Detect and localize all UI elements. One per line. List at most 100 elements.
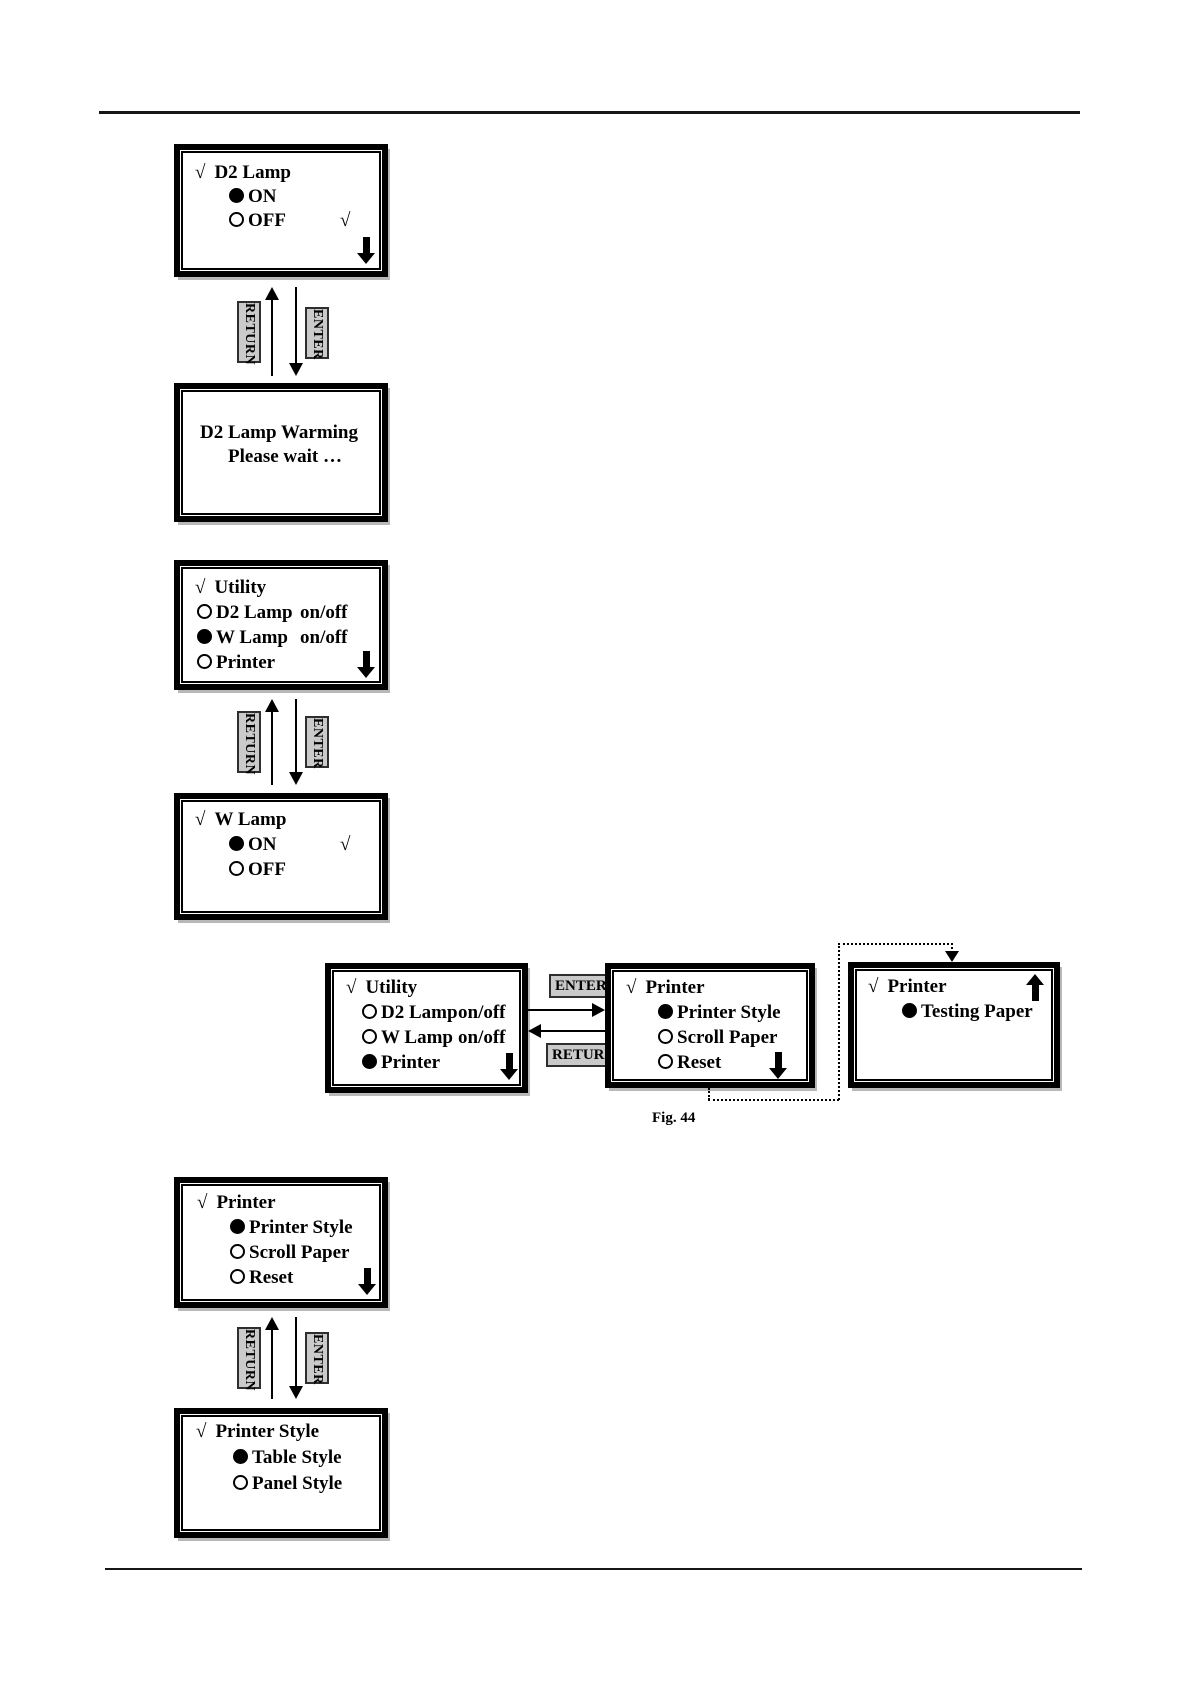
scroll-down-arrow-icon (500, 1053, 519, 1080)
radio-icon (658, 1054, 673, 1069)
menu-item-suffix: on/off (300, 627, 348, 648)
scroll-down-arrow-icon (357, 651, 376, 678)
message-line: Please wait … (228, 446, 342, 467)
check-icon: √ (346, 977, 357, 998)
menu-item-label: W Lamp (216, 627, 288, 648)
menu-item-label: OFF (248, 210, 286, 231)
printer-style-screen: √ Printer Style Table Style Panel Style (174, 1408, 388, 1538)
scroll-down-arrow-icon (357, 237, 376, 264)
menu-item: Testing Paper (857, 999, 1051, 1024)
flow-up-arrow (265, 287, 279, 376)
dotted-connector-segment (708, 1088, 710, 1100)
page-footer-rule (105, 1568, 1082, 1570)
menu-item: OFF √ (183, 209, 379, 233)
menu-item: W Lamp on/off (183, 625, 379, 650)
menu-item: Table Style (183, 1445, 379, 1471)
radio-icon (233, 1475, 248, 1490)
radio-icon (362, 1004, 377, 1019)
menu-title: √ D2 Lamp (183, 161, 379, 185)
dotted-connector-segment (708, 1099, 839, 1101)
page-header-rule (99, 111, 1080, 114)
menu-title-label: Printer Style (215, 1421, 320, 1442)
check-icon: √ (195, 162, 206, 183)
flow-down-arrow (289, 287, 303, 376)
menu-title: √Utility (183, 575, 379, 600)
scroll-down-arrow-icon (769, 1052, 788, 1079)
enter-key-label: ENTER (305, 716, 329, 769)
menu-title-label: D2 Lamp (214, 162, 291, 183)
menu-item: Panel Style (183, 1471, 379, 1497)
radio-icon (229, 836, 244, 851)
menu-item: Scroll Paper (614, 1025, 806, 1050)
menu-item-label: Printer (216, 652, 276, 673)
return-key-label: RETURN (237, 301, 261, 365)
flow-left-arrow (528, 1024, 605, 1038)
radio-icon (658, 1004, 673, 1019)
radio-icon (230, 1269, 245, 1284)
printer-testing-paper-screen: √ Printer Testing Paper (848, 962, 1060, 1088)
dotted-connector-segment (838, 943, 840, 1100)
menu-title-label: Printer (645, 977, 705, 998)
return-key-label: RETURN (237, 711, 261, 775)
menu-title: √ Printer Style (183, 1419, 379, 1445)
menu-title-label: Utility (365, 977, 418, 998)
menu-item-suffix: on/off (458, 1002, 506, 1023)
menu-item-label: ON (248, 834, 277, 855)
check-icon: √ (197, 1192, 208, 1213)
w-lamp-screen: √ W Lamp ON √ OFF (174, 793, 388, 920)
menu-item: Printer (334, 1050, 519, 1075)
check-icon: √ (340, 210, 351, 231)
d2-lamp-screen: √ D2 Lamp ON OFF √ (174, 144, 388, 277)
message-line: D2 Lamp Warming (200, 422, 359, 443)
radio-icon (197, 604, 212, 619)
dotted-connector-arrowhead (945, 951, 959, 962)
menu-title-label: W Lamp (214, 809, 287, 830)
menu-title: √ Utility (334, 975, 519, 1000)
printer-menu-screen: √Printer Printer Style Scroll Paper Rese… (174, 1177, 388, 1308)
menu-item-label: Printer (381, 1052, 441, 1073)
menu-item: Scroll Paper (183, 1240, 379, 1265)
radio-icon (197, 654, 212, 669)
dotted-connector-segment (838, 943, 953, 945)
check-icon: √ (868, 976, 879, 997)
dotted-connector-segment (951, 943, 953, 953)
menu-item: ON √ (183, 832, 379, 857)
printer-testing-paper-display: √ Printer Testing Paper (855, 969, 1053, 1081)
menu-item-label: ON (248, 186, 277, 207)
figure-caption: Fig. 44 (652, 1110, 696, 1126)
menu-item-label: W Lamp (381, 1027, 453, 1048)
menu-title-label: Utility (214, 577, 267, 598)
menu-item: OFF (183, 857, 379, 882)
radio-icon (233, 1449, 248, 1464)
check-icon: √ (195, 809, 206, 830)
menu-title: √Printer (183, 1190, 379, 1215)
flow-right-arrow (528, 1003, 605, 1017)
flow-down-arrow (289, 1317, 303, 1399)
menu-title-label: Printer (887, 976, 947, 997)
menu-item-label: Scroll Paper (677, 1027, 778, 1048)
menu-item-label: Panel Style (252, 1473, 343, 1494)
menu-item-label: D2 Lamp (216, 602, 293, 623)
menu-title: √ W Lamp (183, 807, 379, 832)
menu-item: Reset (614, 1050, 806, 1075)
flow-down-arrow (289, 699, 303, 785)
menu-item: Reset (183, 1265, 379, 1290)
radio-icon (902, 1003, 917, 1018)
flow-up-arrow (265, 1317, 279, 1399)
printer-style-display: √ Printer Style Table Style Panel Style (181, 1415, 381, 1531)
radio-icon (658, 1029, 673, 1044)
check-icon: √ (196, 1421, 207, 1442)
utility-screen: √Utility D2 Lamp on/off W Lamp on/off Prin… (174, 560, 388, 690)
enter-key-label: ENTER (305, 307, 329, 360)
menu-item-label: Scroll Paper (249, 1242, 350, 1263)
flow-up-arrow (265, 699, 279, 785)
menu-item: Printer Style (614, 1000, 806, 1025)
d2-lamp-warming-display: D2 Lamp Warming Please wait … (181, 390, 381, 515)
enter-key-label: ENTER (549, 974, 613, 998)
check-icon: √ (340, 834, 351, 855)
scroll-down-arrow-icon (358, 1268, 377, 1295)
